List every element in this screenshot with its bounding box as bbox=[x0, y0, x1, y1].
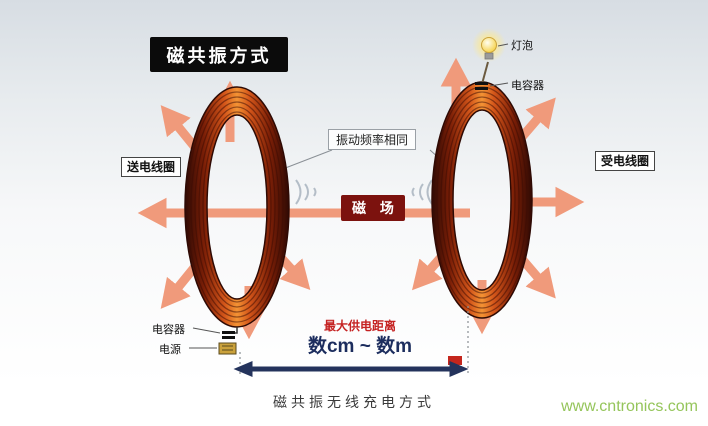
figure-caption: 磁共振无线充电方式 bbox=[273, 396, 435, 411]
frequency-note-label: 振动频率相同 bbox=[328, 129, 417, 150]
transmitter-circuit bbox=[189, 327, 238, 355]
sending-coil-illustration bbox=[184, 86, 290, 328]
bulb-label: 灯泡 bbox=[511, 40, 533, 52]
receiver-capacitor-label: 电容器 bbox=[511, 80, 544, 92]
diagram-title: 磁共振方式 bbox=[150, 37, 288, 72]
power-source-label: 电源 bbox=[159, 344, 181, 356]
capacitor-leader-line bbox=[489, 82, 509, 87]
capacitor-plate-icon bbox=[475, 82, 488, 85]
max-distance-label: 最大供电距离 bbox=[323, 319, 396, 333]
diagram-background bbox=[0, 0, 708, 384]
distance-end-mark-icon bbox=[448, 356, 462, 365]
power-source-icon bbox=[218, 342, 237, 355]
receiver-circuit bbox=[472, 28, 509, 90]
resonance-wave-ripples-icon bbox=[295, 179, 433, 205]
capacitor-plate-icon bbox=[222, 331, 235, 334]
bulb-base-icon bbox=[484, 52, 494, 60]
receiving-coil-illustration bbox=[431, 81, 533, 319]
magnetic-field-label: 磁 场 bbox=[341, 195, 405, 221]
transmitter-capacitor-label: 电容器 bbox=[152, 324, 185, 336]
capacitor-plate-icon bbox=[475, 87, 488, 90]
bulb-wire bbox=[481, 61, 489, 85]
capacitor-plate-icon bbox=[222, 336, 235, 339]
bulb-leader-line bbox=[497, 43, 509, 47]
receiving-coil-label: 受电线圈 bbox=[595, 151, 656, 172]
distance-measure bbox=[233, 306, 469, 378]
bulb-icon bbox=[481, 37, 497, 53]
capacitor-leader-line bbox=[192, 327, 221, 334]
distance-range-value: 数cm ~ 数m bbox=[307, 336, 412, 357]
sending-coil-label: 送电线圈 bbox=[121, 157, 182, 178]
watermark-link[interactable]: www.cntronics.com bbox=[561, 398, 698, 415]
